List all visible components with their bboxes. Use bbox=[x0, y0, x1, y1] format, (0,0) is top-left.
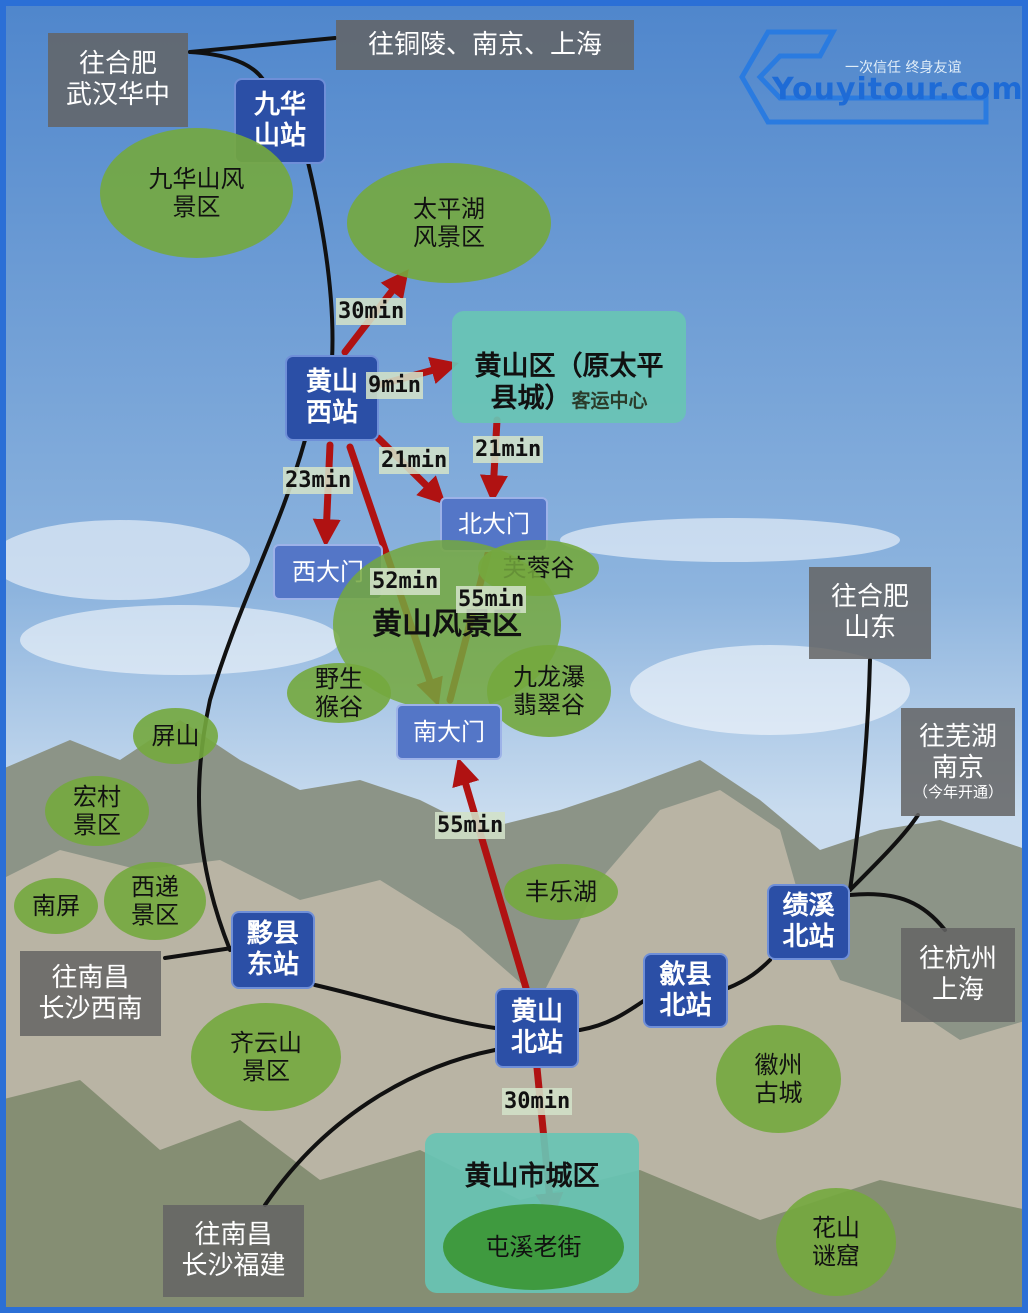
t-west-south-gate: 52min bbox=[370, 568, 441, 595]
huizhou-old-town: 徽州 古城 bbox=[716, 1025, 841, 1133]
huashan-grottoes: 花山 谜窟 bbox=[776, 1188, 896, 1296]
jiuhuashan-scenic: 九华山风 景区 bbox=[100, 128, 293, 258]
t-north-south-gate: 55min bbox=[435, 812, 506, 839]
qiyunshan: 齐云山 景区 bbox=[191, 1003, 341, 1111]
huangshan-west: 黄山 西站 bbox=[285, 355, 379, 441]
t-west-west-gate: 23min bbox=[283, 467, 354, 494]
to-wuhu-nanjing: 往芜湖 南京 （今年开通） bbox=[901, 708, 1015, 816]
rail-north-shexian bbox=[578, 998, 647, 1032]
huangshan-north: 黄山 北站 bbox=[495, 988, 579, 1068]
t-north-city: 30min bbox=[502, 1088, 573, 1115]
nanping: 南屏 bbox=[14, 878, 98, 934]
t-district-north-gate: 21min bbox=[473, 436, 544, 463]
huangshan-district-sub: 客运中心 bbox=[571, 389, 648, 412]
taiping-lake: 太平湖 风景区 bbox=[347, 163, 551, 283]
pingshan: 屏山 bbox=[133, 708, 218, 764]
clouds bbox=[0, 518, 910, 735]
fengle-lake: 丰乐湖 bbox=[504, 864, 618, 920]
rail-lines bbox=[163, 36, 947, 1207]
to-nanchang-changsha-fujian: 往南昌 长沙福建 bbox=[163, 1205, 304, 1297]
rail-jiuhua-west bbox=[303, 148, 335, 362]
to-tongling: 往铜陵、南京、上海 bbox=[336, 20, 634, 70]
route-north-south-gate bbox=[452, 757, 530, 992]
xidi: 西递 景区 bbox=[104, 862, 206, 940]
to-wuhu-nanjing-note: （今年开通） bbox=[912, 782, 1003, 801]
to-hefei-shandong: 往合肥 山东 bbox=[809, 567, 931, 659]
huangshan-district-box: 黄山区（原太平 县城）客运中心 bbox=[452, 311, 686, 423]
to-wuhu-nanjing-text: 往芜湖 南京 bbox=[918, 722, 997, 784]
rail-to-tongling bbox=[188, 36, 337, 54]
rail-yixian-north bbox=[313, 983, 497, 1030]
brand-slogan: 一次信任 终身友谊 bbox=[845, 60, 962, 76]
monkey-valley: 野生 猴谷 bbox=[287, 663, 391, 723]
t-west-taiping: 30min bbox=[336, 298, 407, 325]
huangshan-district-title: 黄山区（原太平 县城） bbox=[474, 351, 664, 414]
to-hangzhou-shanghai: 往杭州 上海 bbox=[901, 928, 1015, 1022]
tunxi-old-street: 屯溪老街 bbox=[443, 1204, 624, 1290]
brand-logo-frame bbox=[739, 29, 989, 125]
hongcun: 宏村 景区 bbox=[45, 776, 149, 846]
rail-yixian-nanchang bbox=[163, 946, 234, 960]
to-hefei-wuhan: 往合肥 武汉华中 bbox=[48, 33, 188, 127]
rail-jixi-hefei bbox=[848, 658, 872, 892]
t-west-north-gate: 21min bbox=[379, 447, 450, 474]
rail-jixi-wuhu bbox=[848, 813, 920, 892]
rail-north-fujian bbox=[263, 1048, 497, 1207]
rail-shexian-jixi bbox=[726, 958, 772, 990]
jixi-north: 绩溪 北站 bbox=[767, 884, 850, 960]
rail-jixi-hangzhou bbox=[848, 892, 947, 932]
yixian-east: 黟县 东站 bbox=[231, 911, 315, 989]
brand-logo-text: Youyitour.com bbox=[772, 72, 1024, 107]
jiulong-falls: 九龙瀑 翡翠谷 bbox=[487, 645, 611, 737]
south-gate: 南大门 bbox=[396, 704, 502, 760]
shexian-north: 歙县 北站 bbox=[643, 953, 728, 1028]
rail-west-yixian bbox=[197, 438, 307, 952]
t-south-north-gate: 55min bbox=[456, 586, 527, 613]
t-west-district: 9min bbox=[366, 372, 423, 399]
to-nanchang-changsha-xinan: 往南昌 长沙西南 bbox=[20, 951, 161, 1036]
huangshan-city-title: 黄山市城区 bbox=[464, 1161, 600, 1192]
